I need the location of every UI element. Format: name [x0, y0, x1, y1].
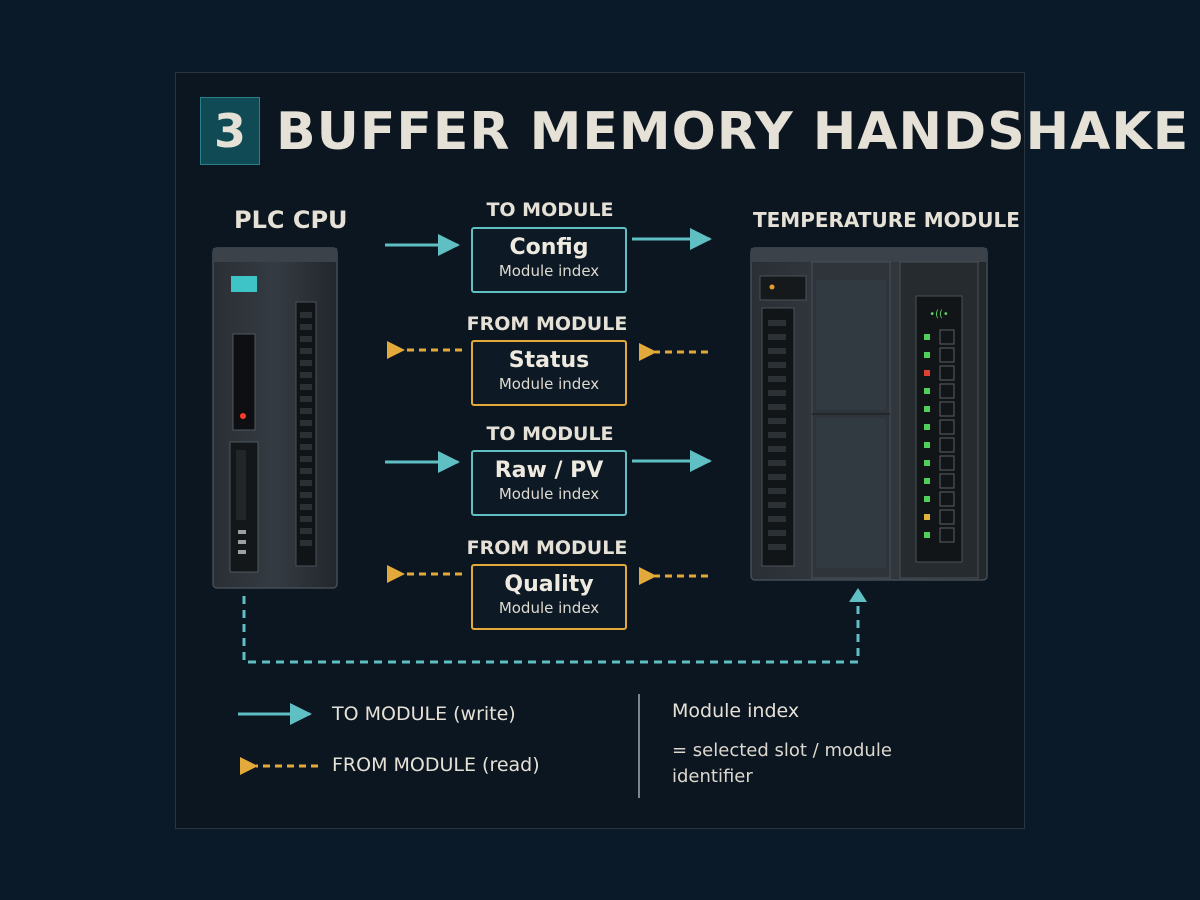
exchange-name: Quality: [504, 572, 594, 597]
exchange-detail: Module index: [498, 375, 600, 393]
exchange-direction: TO MODULE: [486, 199, 614, 221]
exchange-direction: FROM MODULE: [466, 313, 628, 335]
exchange-direction: FROM MODULE: [466, 537, 628, 559]
config-box: Config Module index: [471, 227, 627, 293]
exchange-name: Config: [509, 235, 589, 260]
page-title: BUFFER MEMORY HANDSHAKE: [276, 102, 1190, 162]
plc-cpu-device: [212, 247, 338, 589]
cpu-status-led: [231, 276, 257, 292]
cpu-error-led: [240, 413, 246, 419]
module-label: TEMPERATURE MODULE: [753, 208, 1020, 232]
quality-box: Quality Module index: [471, 564, 627, 630]
exchange-detail: Module index: [498, 485, 600, 503]
legend-divider: [638, 694, 640, 798]
raw-pv-box: Raw / PV Module index: [471, 450, 627, 516]
temperature-module-device: •((•: [750, 247, 988, 581]
module-index-loop: [242, 596, 860, 664]
exchange-name: Raw / PV: [494, 458, 604, 483]
exchange-detail: Module index: [498, 599, 600, 617]
exchange-detail: Module index: [498, 262, 600, 280]
legend-index-description: = selected slot / module identifier: [672, 740, 892, 787]
legend-write-label: TO MODULE (write): [332, 703, 516, 725]
exchange-direction: TO MODULE: [486, 423, 614, 445]
svg-text:•((•: •((•: [929, 309, 949, 320]
status-box: Status Module index: [471, 340, 627, 406]
legend-read-label: FROM MODULE (read): [332, 754, 540, 776]
cpu-label: PLC CPU: [234, 206, 348, 234]
legend-index-title: Module index: [672, 700, 800, 722]
section-number-badge: 3: [200, 97, 260, 165]
exchange-name: Status: [508, 348, 590, 373]
